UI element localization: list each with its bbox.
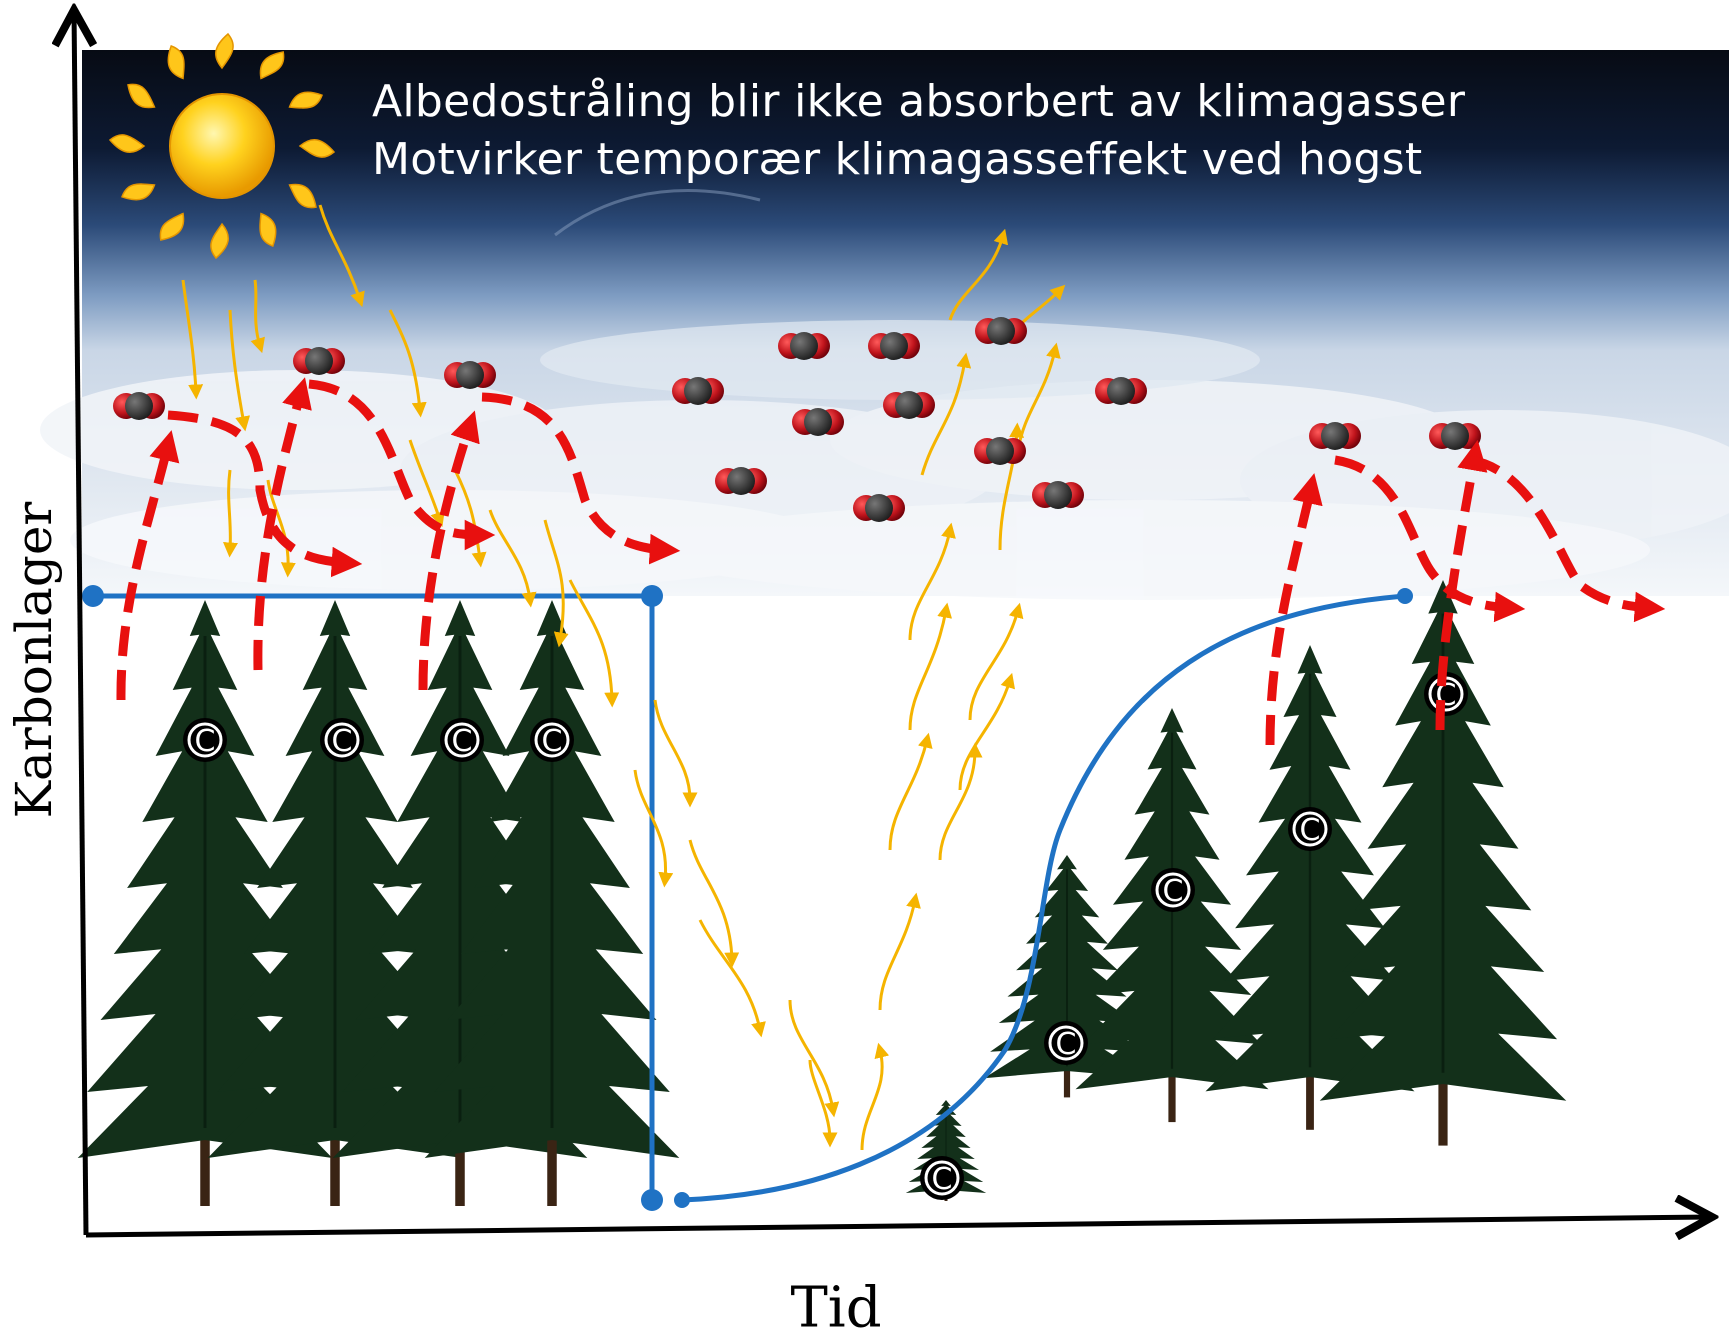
headline-line-1: Albedostråling blir ikke absorbert av kl…	[372, 76, 1466, 127]
regrowing-forest	[905, 578, 1568, 1202]
svg-text:C: C	[452, 724, 473, 759]
y-axis-label: Karbonlager	[5, 501, 63, 819]
x-axis-label: Tid	[790, 1275, 882, 1341]
co2-flux-arrows	[116, 377, 1666, 746]
svg-text:C: C	[932, 1162, 953, 1197]
svg-text:C: C	[195, 724, 216, 759]
svg-text:C: C	[1300, 813, 1321, 848]
headline-line-2: Motvirker temporær klimagasseffekt ved h…	[372, 134, 1423, 185]
curve-nodes	[82, 585, 1413, 1211]
y-axis	[74, 10, 86, 1236]
albedo-arrows	[181, 204, 1066, 1151]
svg-text:C: C	[1056, 1027, 1077, 1062]
axes	[74, 10, 1712, 1235]
svg-text:C: C	[542, 724, 563, 759]
sun-icon	[108, 32, 336, 260]
mature-forest	[76, 598, 681, 1208]
moon-arc	[554, 189, 761, 237]
x-axis	[85, 1217, 1712, 1235]
cloud-layer	[40, 320, 1729, 600]
svg-text:C: C	[1163, 874, 1184, 909]
svg-text:C: C	[332, 724, 353, 759]
